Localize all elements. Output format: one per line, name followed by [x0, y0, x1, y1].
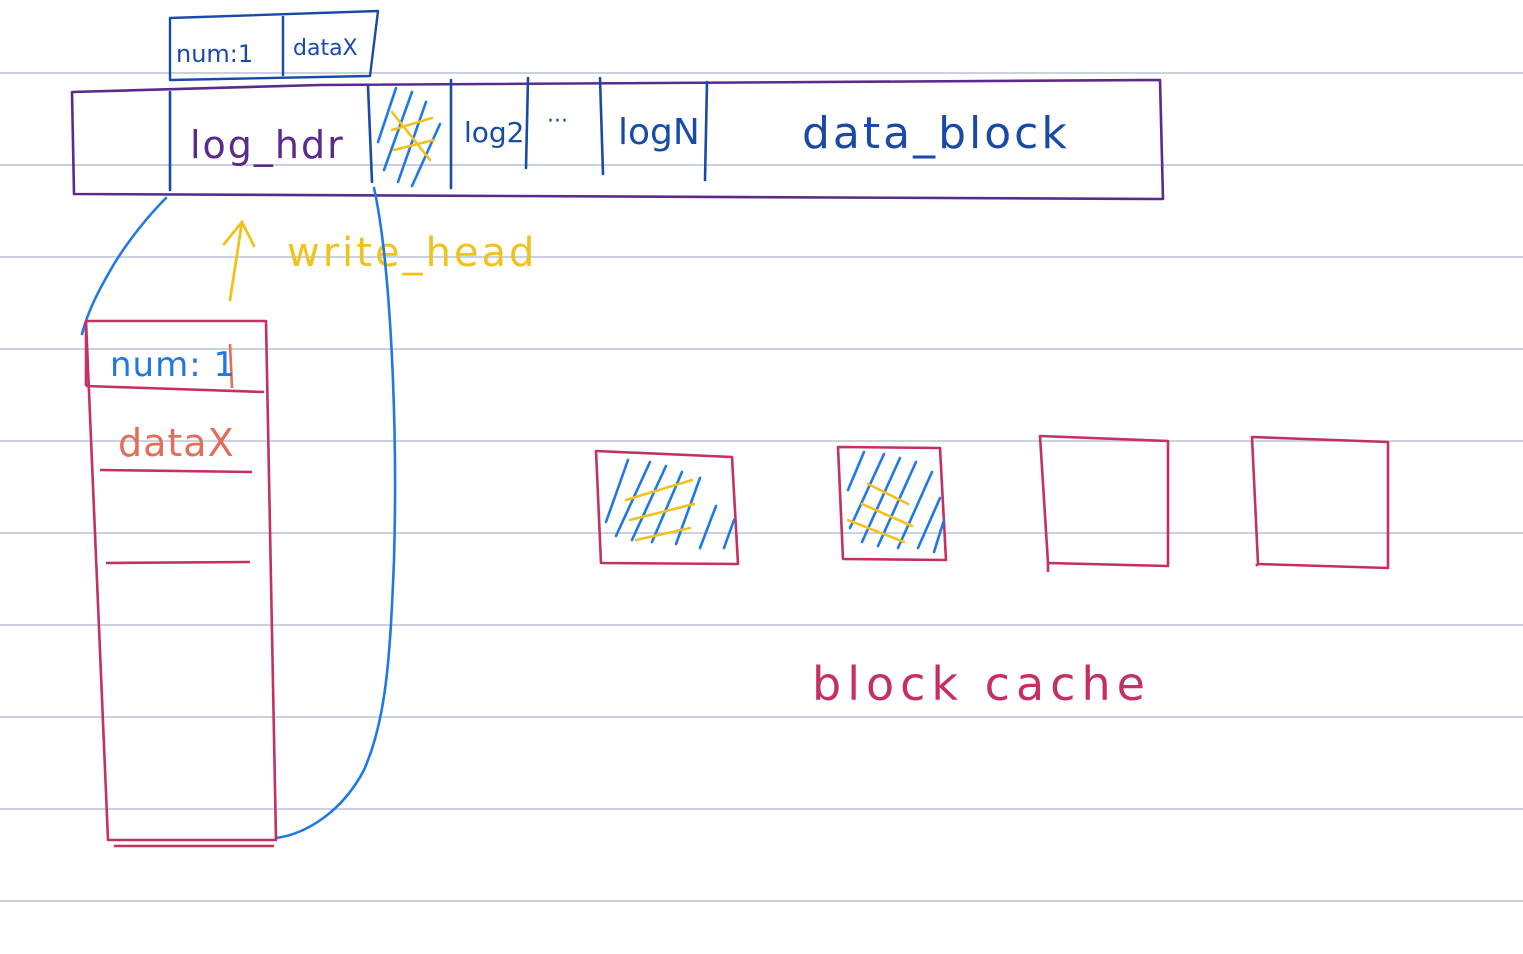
data-block-label: data_block [802, 108, 1070, 159]
memory-num-label: num: 1 [110, 345, 236, 385]
disk-log1-hatched-cell [376, 86, 442, 188]
disk-log-bar [70, 78, 1165, 201]
logN-label: logN [618, 112, 700, 153]
ruled-lines [0, 72, 1523, 902]
cache-slot-3 [1038, 434, 1170, 572]
disk-header-num: num:1 [176, 40, 253, 68]
write-head-label: write_head [287, 230, 537, 276]
disk-log-dividers [168, 76, 709, 192]
cache-slot-1 [594, 449, 740, 566]
log-hdr-label: log_hdr [190, 123, 345, 167]
memory-data-label: dataX [118, 421, 235, 465]
disk-header-box: num:1 dataX [168, 9, 380, 82]
disk-header-data: dataX [293, 36, 358, 61]
write-head-arrow [222, 219, 256, 302]
log-ellipsis: ··· [547, 109, 568, 134]
block-cache-label: block cache [812, 657, 1151, 711]
log2-label: log2 [464, 116, 525, 149]
cache-slot-4 [1250, 435, 1390, 570]
log-connector-curves [80, 186, 397, 840]
cache-slot-2 [836, 445, 948, 562]
memory-log-box [84, 319, 278, 848]
